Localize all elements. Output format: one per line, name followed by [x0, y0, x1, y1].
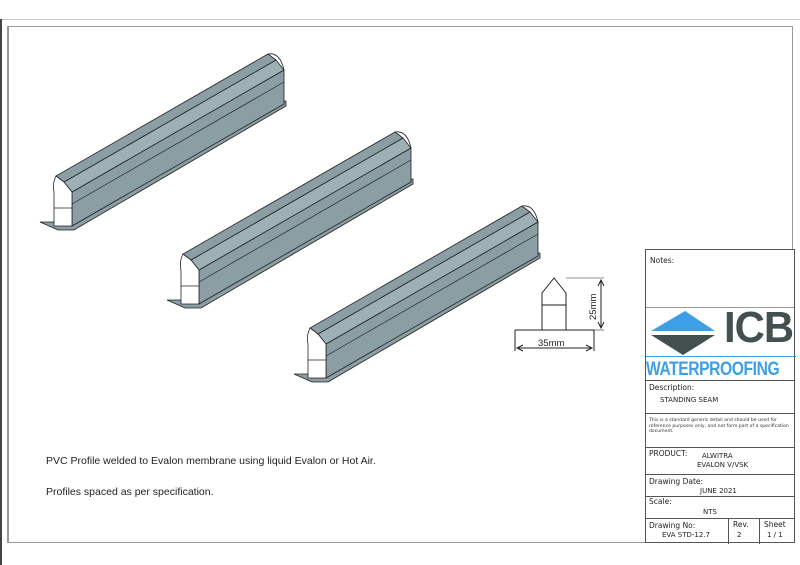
page-top-edge: [0, 19, 800, 20]
disclaimer-cell: This is a standard generic detail and sh…: [646, 413, 794, 447]
drawing-no-label: Drawing No:: [649, 521, 696, 530]
notes-label: Notes:: [650, 256, 675, 265]
product-cell: PRODUCT: ALWITRA EVALON V/VSK: [646, 447, 794, 474]
product-line2: EVALON V/VSK: [697, 461, 749, 469]
product-line1: ALWITRA: [702, 452, 733, 460]
drawing-no-value: EVA STD-12.7: [662, 531, 710, 539]
profile-2: [166, 131, 414, 309]
product-label: PRODUCT:: [649, 449, 688, 458]
note-spacing: Profiles spaced as per specification.: [46, 486, 214, 498]
drawing-date-cell: Drawing Date: JUNE 2021: [646, 474, 794, 496]
drawing-date-value: JUNE 2021: [700, 487, 737, 495]
disclaimer-text: This is a standard generic detail and sh…: [649, 418, 789, 434]
logo-subtitle: WATERPROOFING: [646, 358, 780, 380]
note-welding: PVC Profile welded to Evalon membrane us…: [46, 455, 376, 467]
section-detail: [514, 277, 605, 352]
title-block: Notes: ICB WATERPROOFING Description: ST…: [645, 249, 796, 544]
description-value: STANDING SEAM: [660, 396, 719, 404]
scale-value: NTS: [703, 508, 717, 516]
height-dimension-label: 25mm: [588, 294, 599, 320]
description-label: Description:: [649, 383, 695, 392]
scale-cell: Scale: NTS: [646, 496, 794, 518]
width-dimension-label: 35mm: [538, 338, 564, 349]
profile-1: [39, 53, 287, 231]
rev-value: 2: [737, 531, 742, 539]
rev-label: Rev.: [733, 520, 749, 529]
logo-area: ICB WATERPROOFING: [646, 303, 796, 382]
icb-logo-icon: [651, 311, 715, 355]
scale-label: Scale:: [649, 497, 672, 506]
sheet-value: 1 / 1: [767, 531, 783, 539]
page-left-edge: [0, 19, 2, 565]
description-cell: Description: STANDING SEAM: [646, 380, 794, 413]
drawing-info-row: Drawing No: EVA STD-12.7 Rev. 2 Sheet 1 …: [646, 518, 794, 544]
drawing-date-label: Drawing Date:: [649, 477, 704, 486]
logo-brand: ICB: [724, 303, 794, 352]
sheet-label: Sheet: [764, 520, 786, 529]
